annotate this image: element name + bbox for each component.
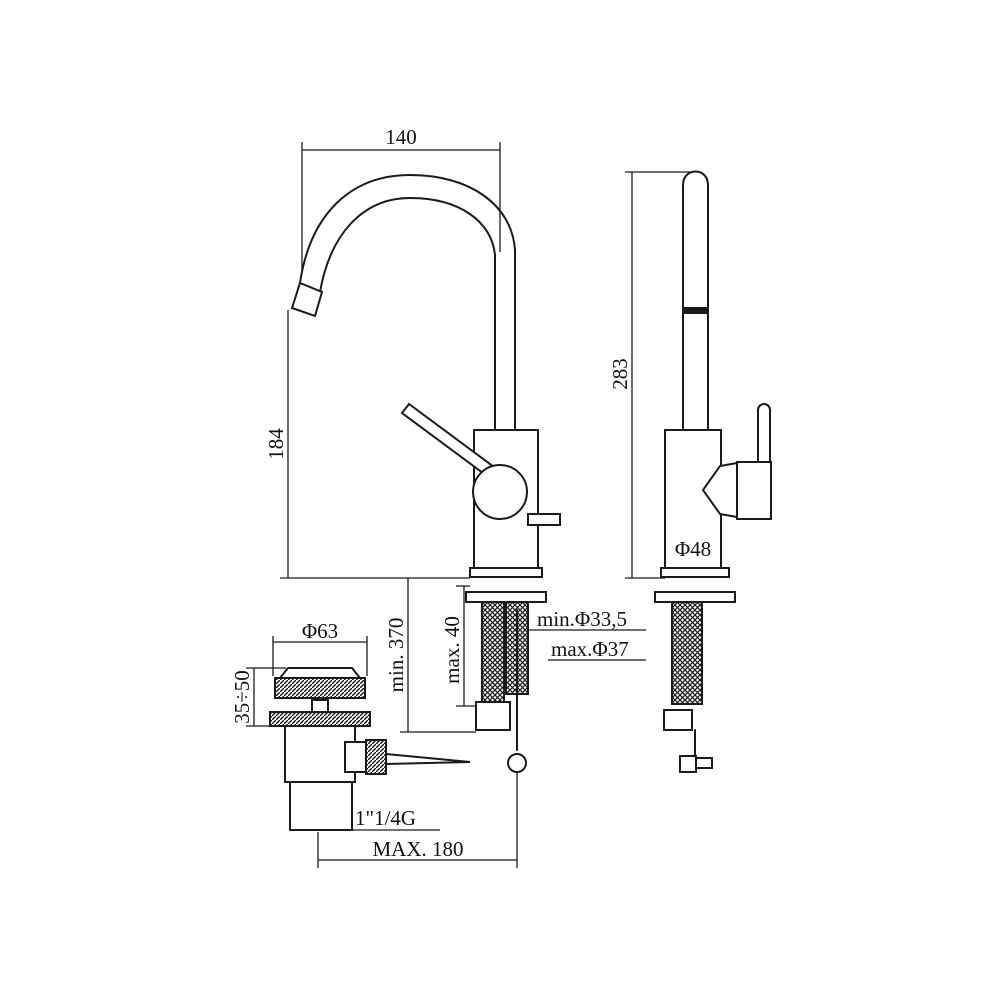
dim-spout-height: 184 [264,428,288,460]
dim-waste-thread: 1"1/4G [355,806,416,830]
spout-outer [299,174,516,431]
spout-outlet [290,281,324,318]
waste-nut [365,739,387,775]
waste-tailpiece [289,781,353,831]
dim-spout-reach: 140 [385,125,417,149]
dim-total-height: 283 [608,358,632,390]
dim-waste-range: 35÷50 [230,670,254,724]
side-connector [663,709,693,731]
dim-waste-diameter: Φ63 [302,619,338,643]
side-aerator [682,307,709,314]
dim-hole-min: min.Φ33,5 [537,607,627,631]
side-clamp-screw [695,757,713,769]
deck-washer [465,591,547,603]
waste-plug [277,667,363,679]
spout-inner [319,197,496,431]
side-lever [757,403,771,463]
hose-left [481,601,505,705]
side-view-faucet [654,170,772,773]
side-base [660,567,730,578]
dim-body-diameter: Φ48 [675,537,711,561]
side-cartridge [736,461,772,520]
waste-lever-rod [385,752,471,766]
side-clamp [679,755,697,773]
dim-hole-max: max.Φ37 [551,637,629,661]
pop-up-knob [527,513,561,526]
waste-flange [274,677,366,699]
waste-side-port [344,741,368,773]
waste-locknut [269,711,371,727]
dim-deck-thickness: max. 40 [440,616,464,684]
rod-clamp [507,753,527,773]
side-spout [682,170,709,431]
side-hose [671,601,703,705]
dim-supply-length: min. 370 [384,618,408,693]
hose-connector [475,701,511,731]
side-washer [654,591,736,603]
body-base [469,567,543,578]
waste-body [284,725,356,783]
dimension-labels: 140 184 283 Φ48 min. 370 max. 40 min.Φ33… [230,125,711,861]
dimension-lines [246,142,690,868]
cartridge-cap [472,464,528,520]
dim-rod-max: MAX. 180 [372,837,463,861]
pop-up-waste [269,667,471,831]
front-view-faucet [290,174,561,773]
